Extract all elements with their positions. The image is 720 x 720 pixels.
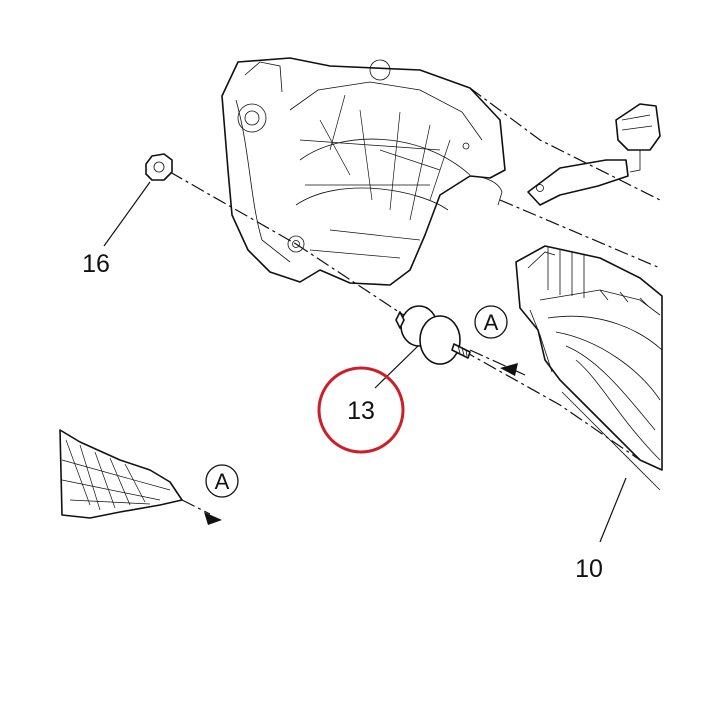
callout-10: 10 [575,555,603,583]
view-marker-lower: A [205,464,239,498]
leader-lines [103,181,627,543]
highlight-ring-13 [317,366,405,454]
callout-16: 16 [82,250,110,278]
view-marker-upper-label: A [484,310,499,335]
fender-panel [59,429,183,519]
assembly-lines [169,87,661,515]
arrow-right-icon [500,363,518,376]
arrow-down-right-icon [204,512,222,525]
connector-bracket [527,103,661,206]
view-marker-upper: A [474,305,508,339]
housing-bracket [221,57,506,286]
headlamp-assembly [515,245,663,491]
nut-part-16 [145,153,173,181]
grommet-part-13 [395,305,471,365]
callout-13: 13 [347,397,375,425]
view-arrows [204,363,518,525]
view-marker-lower-label: A [215,469,230,494]
